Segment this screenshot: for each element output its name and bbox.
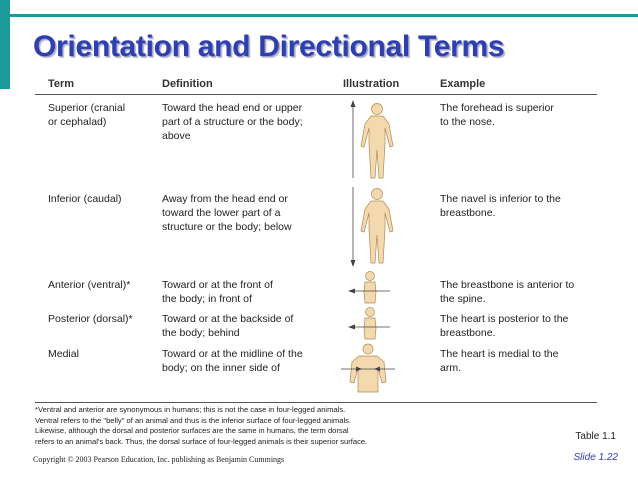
header-example: Example — [440, 78, 486, 90]
header-definition: Definition — [162, 78, 213, 90]
accent-bar-top — [10, 14, 638, 17]
row-posterior-term: Posterior (dorsal)* — [48, 313, 133, 325]
footnote-rule — [35, 402, 597, 403]
slide-title: Orientation and Directional Terms — [33, 30, 505, 63]
human-figure-inferior-icon — [350, 187, 394, 267]
footnote: *Ventral and anterior are synonymous in … — [35, 405, 368, 446]
row-inferior-term: Inferior (caudal) — [48, 193, 122, 205]
human-figure-superior-icon — [350, 100, 394, 179]
table-label: Table 1.1 — [575, 431, 616, 442]
torso-front-medial-icon — [341, 343, 395, 393]
copyright-notice: Copyright © 2003 Pearson Education, Inc.… — [33, 455, 285, 464]
header-illustration: Illustration — [343, 78, 400, 90]
torso-profile-anterior-icon — [348, 271, 390, 304]
row-anterior-term: Anterior (ventral)* — [48, 279, 131, 291]
row-medial-term: Medial — [48, 348, 79, 360]
slide-number: Slide 1.22 — [573, 452, 618, 463]
torso-profile-posterior-icon — [348, 307, 390, 340]
accent-bar-left — [0, 0, 10, 89]
header-term: Term — [48, 78, 75, 90]
header-rule — [35, 94, 597, 95]
